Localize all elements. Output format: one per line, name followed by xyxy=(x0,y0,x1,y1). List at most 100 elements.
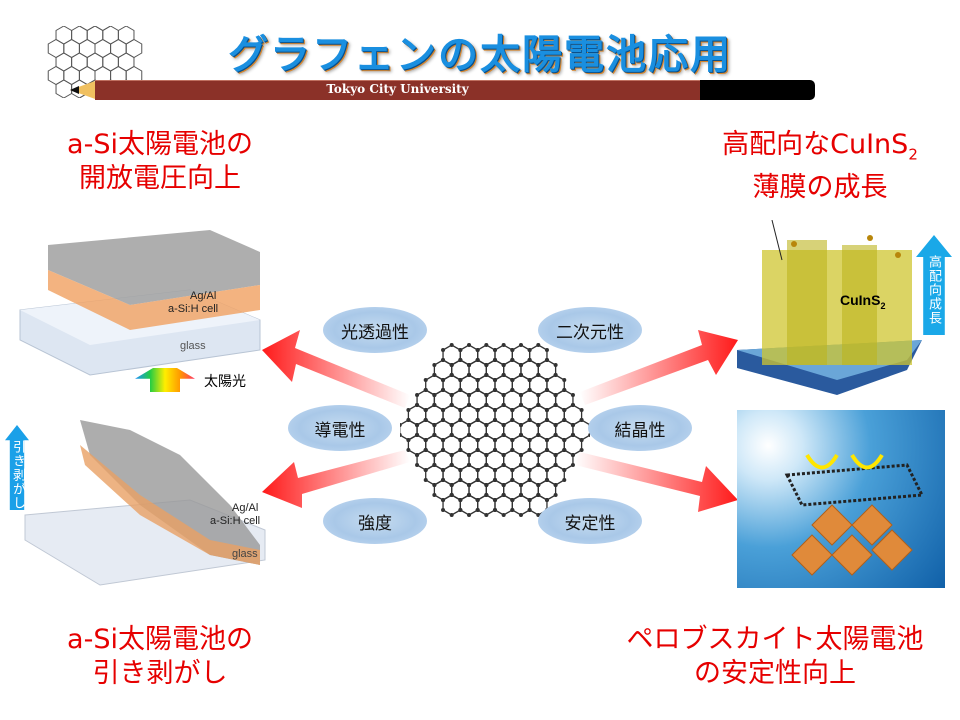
atom xyxy=(562,418,567,422)
atom xyxy=(423,448,428,452)
atom xyxy=(518,363,523,367)
atom xyxy=(579,438,584,442)
atom xyxy=(493,358,497,362)
atom xyxy=(527,358,532,362)
heading-line: 薄膜の成長 xyxy=(752,172,888,204)
atom xyxy=(467,453,472,457)
atom xyxy=(501,493,506,497)
atom xyxy=(423,438,428,442)
atom xyxy=(553,423,558,427)
atom xyxy=(458,448,463,452)
atom xyxy=(510,498,515,502)
atom xyxy=(510,468,515,472)
graphene-lattice-icon xyxy=(400,343,590,517)
atom xyxy=(493,498,497,502)
label-glass: glass xyxy=(180,340,206,352)
atom xyxy=(501,423,506,427)
heading-line: ペロブスカイト太陽電池 xyxy=(626,624,924,655)
atom xyxy=(467,373,472,377)
atom xyxy=(441,388,446,392)
perovskite-structure-icon xyxy=(784,453,925,576)
atom xyxy=(415,463,420,467)
atom xyxy=(570,423,575,427)
atom xyxy=(493,478,497,482)
atom xyxy=(501,483,506,487)
atom xyxy=(553,433,558,437)
atom xyxy=(501,463,506,467)
atom xyxy=(553,363,558,367)
atom xyxy=(493,508,497,512)
pencil-lead-icon xyxy=(70,86,79,94)
atom xyxy=(527,388,532,392)
atom xyxy=(432,403,437,407)
label-asih-cell: a-Si:H cell xyxy=(168,303,219,315)
atom xyxy=(484,463,489,467)
atom xyxy=(510,348,515,352)
arrow-top-left xyxy=(262,330,410,408)
atom xyxy=(475,508,480,512)
atom xyxy=(501,363,506,367)
atom xyxy=(527,448,532,452)
atom xyxy=(475,448,480,452)
atom xyxy=(432,453,437,457)
atom xyxy=(518,453,523,457)
atom xyxy=(493,438,497,442)
atom xyxy=(493,448,497,452)
atom xyxy=(484,513,489,517)
atom xyxy=(518,373,523,377)
atom xyxy=(536,343,541,347)
atom xyxy=(458,508,463,512)
atom xyxy=(423,468,428,472)
atom xyxy=(510,408,515,412)
atom xyxy=(441,358,446,362)
atom xyxy=(475,348,480,352)
atom xyxy=(579,448,584,452)
atom xyxy=(467,483,472,487)
property-conductivity: 導電性 xyxy=(288,405,392,451)
atom xyxy=(544,468,549,472)
atom xyxy=(484,363,489,367)
atom xyxy=(484,403,489,407)
atom xyxy=(493,388,497,392)
atom xyxy=(518,463,523,467)
atom xyxy=(570,393,575,397)
atom xyxy=(415,433,420,437)
atom xyxy=(475,408,480,412)
atom xyxy=(432,393,437,397)
atom xyxy=(449,433,454,437)
atom xyxy=(467,433,472,437)
hexagon xyxy=(494,494,513,516)
atom xyxy=(527,438,532,442)
heading-line: の安定性向上 xyxy=(694,658,856,689)
atom xyxy=(501,343,506,347)
heading-line: a-Si太陽電池の xyxy=(67,129,253,160)
atom xyxy=(493,408,497,412)
atom xyxy=(527,408,532,412)
atom xyxy=(562,468,567,472)
atom xyxy=(467,403,472,407)
university-name: Tokyo City University xyxy=(326,82,469,96)
atom xyxy=(518,513,523,517)
atom xyxy=(432,363,437,367)
atom xyxy=(536,463,541,467)
atom xyxy=(570,453,575,457)
atom xyxy=(536,373,541,377)
atom xyxy=(449,463,454,467)
atom xyxy=(518,493,523,497)
atom xyxy=(518,483,523,487)
atom xyxy=(458,348,463,352)
atom xyxy=(562,378,567,382)
atom xyxy=(484,433,489,437)
arrow-top-right xyxy=(580,330,738,405)
atom xyxy=(441,478,446,482)
label-cuins2-text: CuInS xyxy=(840,292,881,308)
atom xyxy=(458,378,463,382)
atom xyxy=(441,468,446,472)
atom xyxy=(449,493,454,497)
atom xyxy=(544,348,549,352)
atom xyxy=(518,403,523,407)
atom xyxy=(484,343,489,347)
pencil-banner xyxy=(95,80,700,100)
atom xyxy=(544,358,549,362)
